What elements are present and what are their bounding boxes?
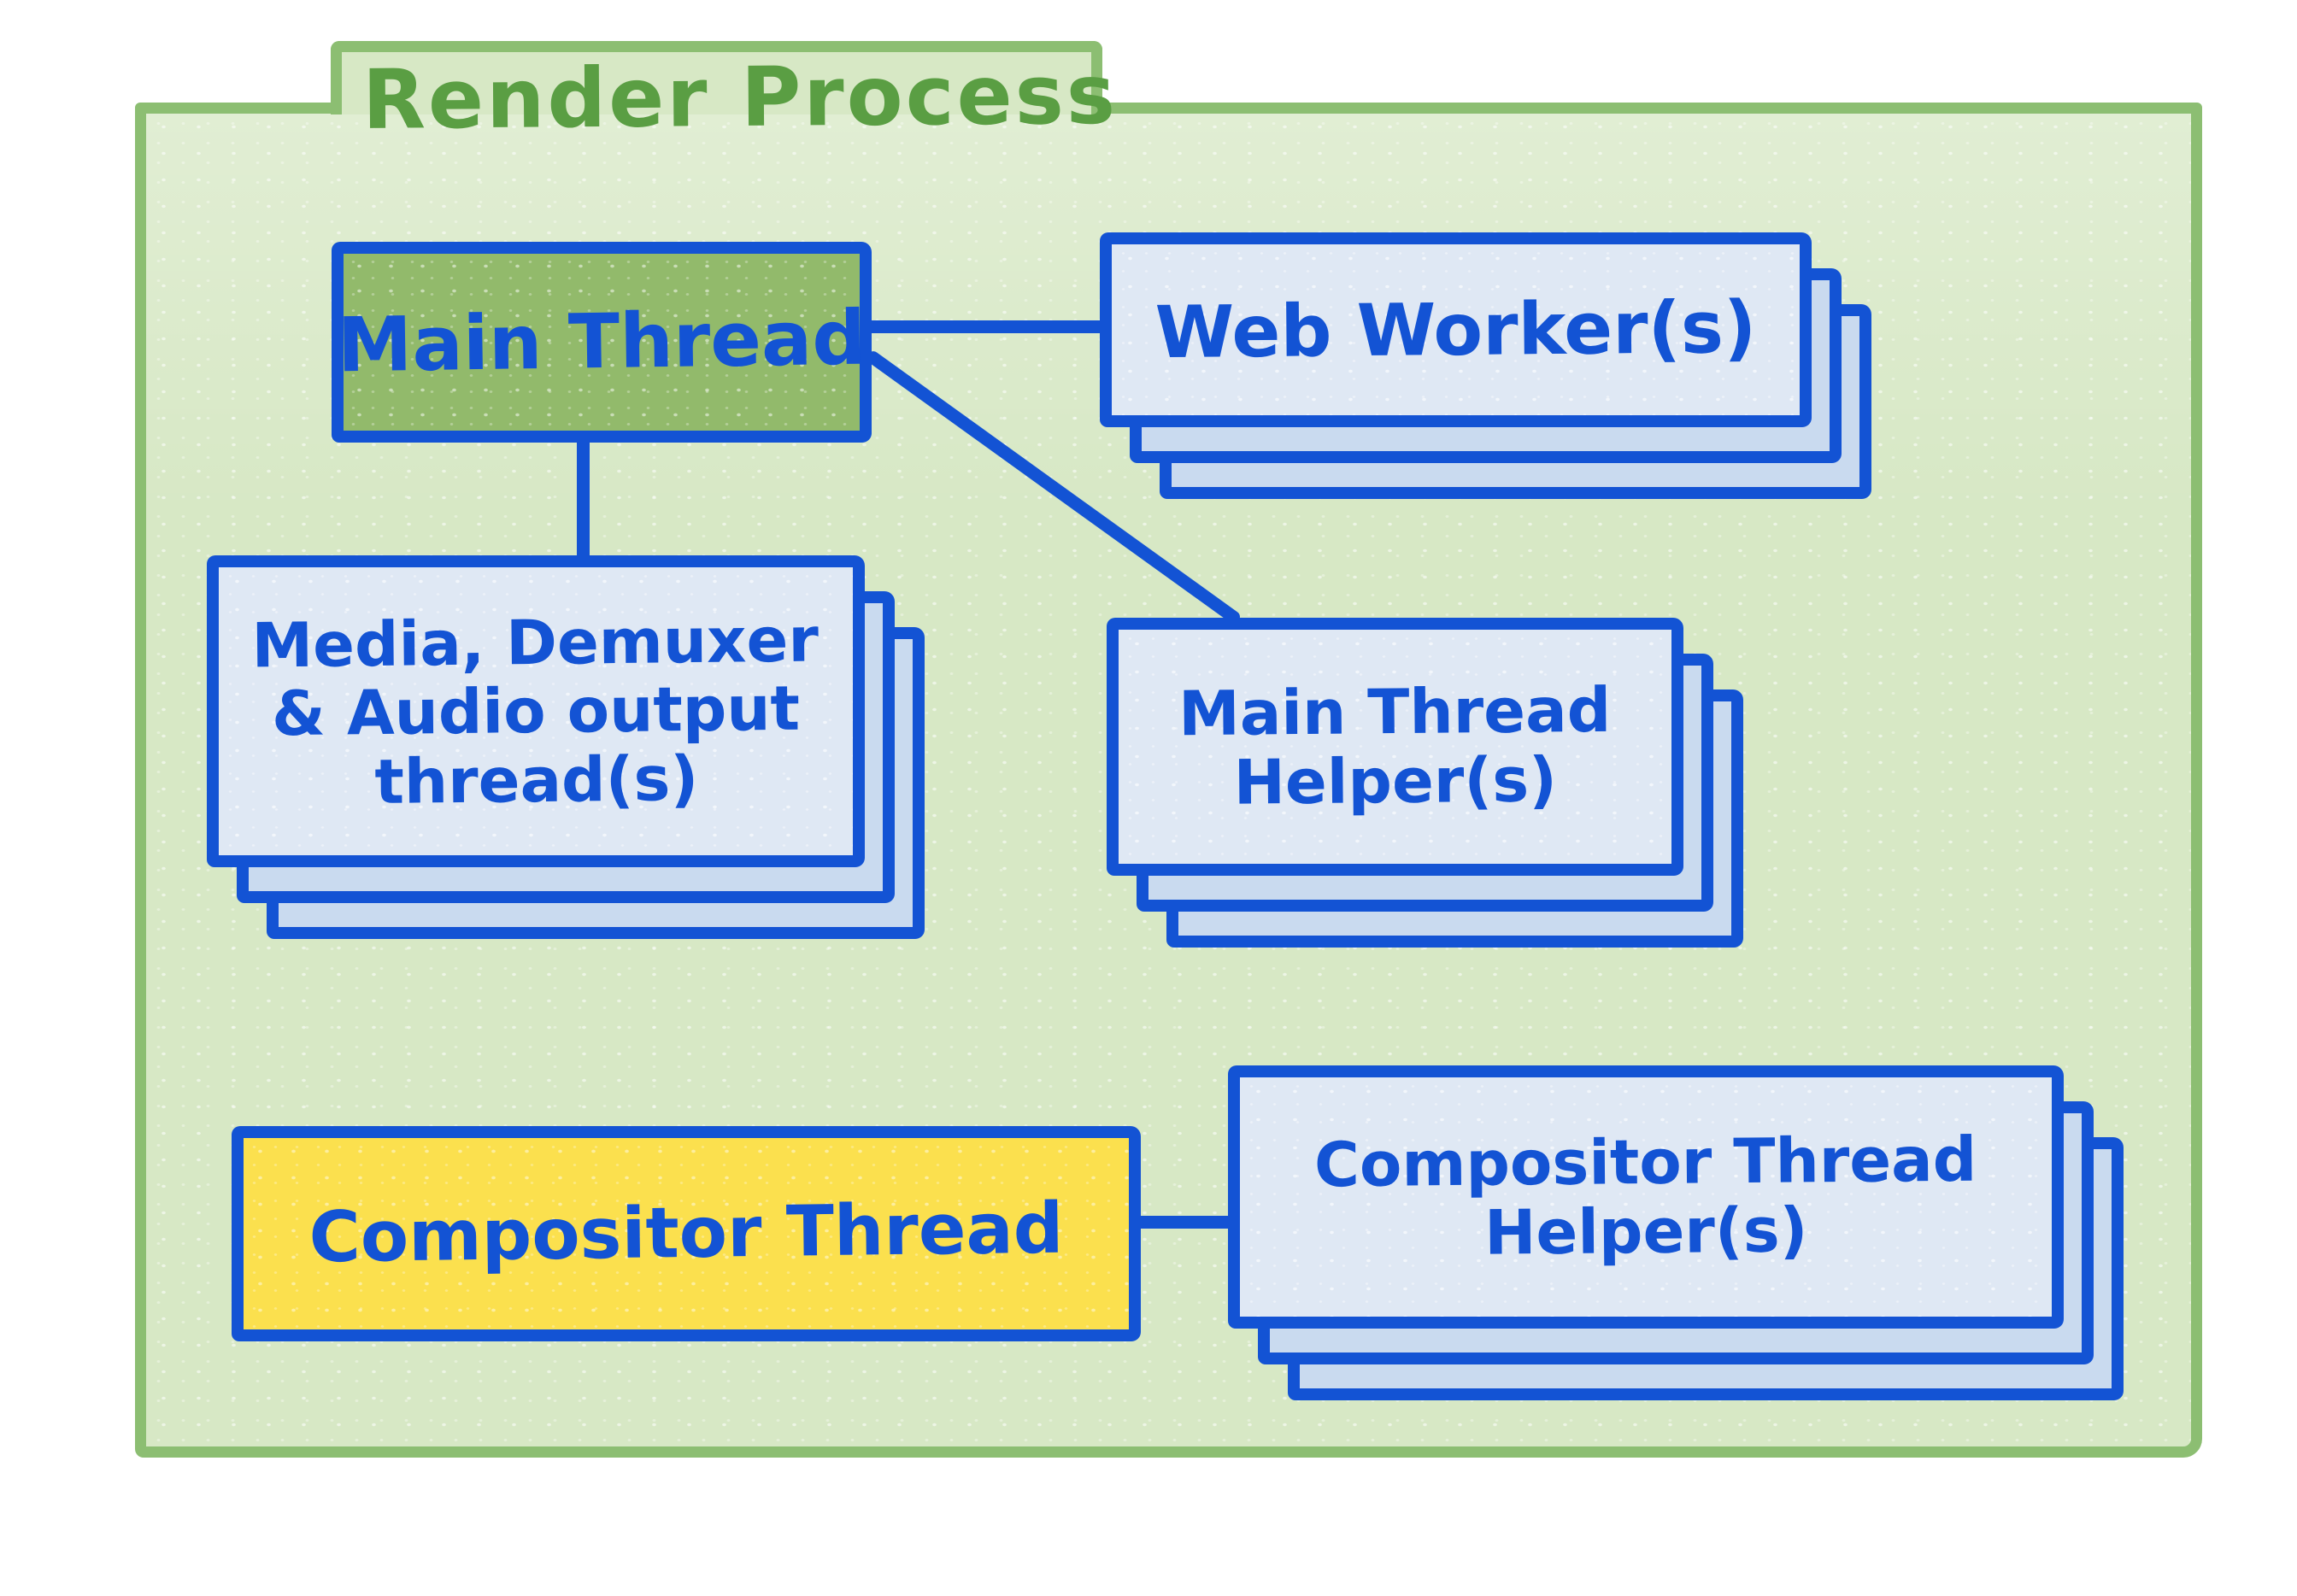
compositor-thread-helpers-card: Compositor Thread Helper(s) — [1228, 1065, 2064, 1329]
compositor-thread-helpers-label: Compositor Thread Helper(s) — [1239, 1074, 2053, 1320]
connector-compositor-helpers — [1131, 1216, 1237, 1229]
diagram-title: Render Process — [361, 46, 1119, 148]
media-label-line-2: & Audio output — [271, 672, 801, 750]
connector-main-thread-media — [577, 431, 590, 566]
main-thread-label: Main Thread — [337, 293, 867, 390]
web-workers-card: Web Worker(s) — [1100, 232, 1812, 427]
web-workers-stack: Web Worker(s) — [1100, 232, 1871, 499]
compositor-helpers-line-1: Compositor Thread — [1313, 1123, 1977, 1201]
compositor-thread-helpers-stack: Compositor Thread Helper(s) — [1228, 1065, 2124, 1400]
main-thread-helpers-line-1: Main Thread — [1178, 674, 1612, 750]
media-label-line-3: thread(s) — [374, 742, 699, 818]
media-demuxer-audio-stack: Media, Demuxer & Audio output thread(s) — [207, 555, 925, 939]
main-thread-helpers-card: Main Thread Helper(s) — [1107, 618, 1683, 876]
main-thread-box: Main Thread — [332, 242, 872, 443]
media-demuxer-audio-card: Media, Demuxer & Audio output thread(s) — [207, 555, 865, 867]
web-workers-label: Web Worker(s) — [1154, 285, 1757, 375]
compositor-thread-label: Compositor Thread — [308, 1188, 1064, 1279]
media-demuxer-audio-label: Media, Demuxer & Audio output thread(s) — [217, 564, 854, 859]
main-thread-helpers-label: Main Thread Helper(s) — [1118, 627, 1672, 866]
media-label-line-1: Media, Demuxer — [251, 603, 820, 682]
compositor-helpers-line-2: Helper(s) — [1483, 1194, 1808, 1269]
compositor-thread-box: Compositor Thread — [232, 1126, 1141, 1341]
render-process-folder-tab — [331, 41, 1102, 114]
main-thread-helpers-stack: Main Thread Helper(s) — [1107, 618, 1743, 948]
connector-main-thread-web-workers — [863, 320, 1108, 333]
main-thread-helpers-line-2: Helper(s) — [1233, 743, 1558, 819]
